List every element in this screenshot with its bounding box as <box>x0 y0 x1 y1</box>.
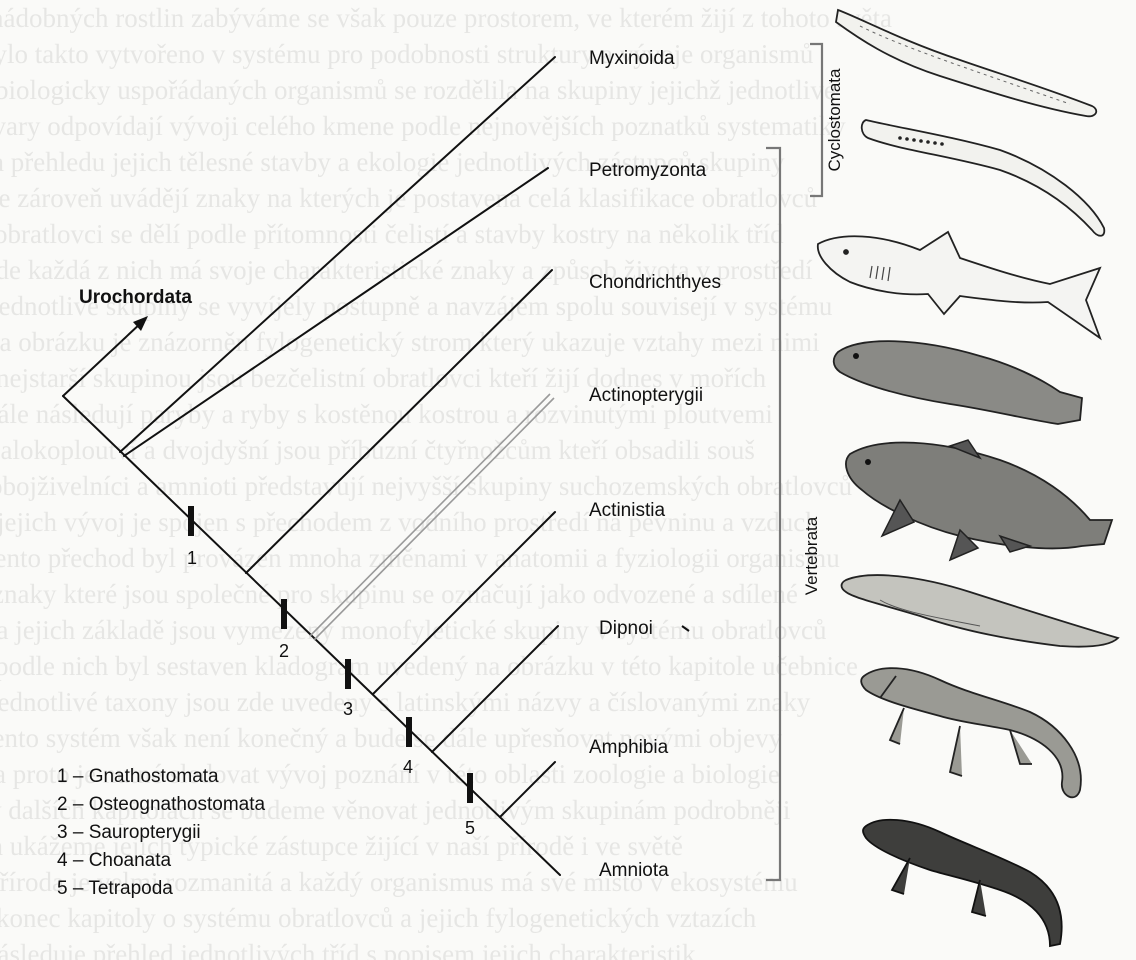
tuatara-icon <box>863 820 1062 946</box>
taxon-label: Actinopterygii <box>589 385 703 407</box>
node-tick-5 <box>467 773 473 803</box>
node-tick-4 <box>406 717 412 747</box>
ray-finned-fish-icon <box>834 341 1082 424</box>
legend-item: 5 – Tetrapoda <box>57 875 265 903</box>
node-number: 1 <box>187 548 197 569</box>
legend: 1 – Gnathostomata 2 – Osteognathostomata… <box>57 763 265 903</box>
node-number: 2 <box>279 641 289 662</box>
taxon-label: Petromyzonta <box>589 160 706 182</box>
lungfish-icon <box>842 575 1119 647</box>
branch-petromyzonta <box>124 168 548 456</box>
node-tick-1 <box>188 506 194 536</box>
shark-icon <box>818 232 1100 338</box>
branch-amphibia <box>500 762 555 817</box>
vertebrata-bracket <box>766 148 780 880</box>
node-tick-3 <box>345 659 351 689</box>
coelacanth-icon <box>846 440 1112 560</box>
salamander-icon <box>861 668 1081 797</box>
lamprey-icon <box>862 120 1105 236</box>
cyclostomata-bracket <box>810 44 822 196</box>
legend-item: 3 – Sauropterygii <box>57 819 265 847</box>
legend-item: 2 – Osteognathostomata <box>57 791 265 819</box>
branch-chondrichthyes <box>246 270 552 573</box>
vertebrata-label: Vertebrata <box>802 496 822 616</box>
branch-myxinoida <box>120 57 555 452</box>
taxon-label: Chondrichthyes <box>589 272 721 294</box>
branch-urochordata <box>63 322 142 396</box>
taxon-label: Amphibia <box>589 737 668 759</box>
taxon-label: Myxinoida <box>589 48 675 70</box>
branch-actinistia <box>373 512 555 694</box>
stray-mark <box>682 626 689 631</box>
taxon-label: Actinistia <box>589 500 665 522</box>
legend-item: 4 – Choanata <box>57 847 265 875</box>
node-number: 5 <box>465 818 475 839</box>
cyclostomata-label: Cyclostomata <box>825 55 845 185</box>
node-tick-2 <box>281 599 287 629</box>
node-number: 4 <box>403 757 413 778</box>
hagfish-icon <box>836 10 1096 116</box>
taxon-label: Amniota <box>599 860 669 882</box>
branch-dipnoi <box>432 626 558 752</box>
legend-item: 1 – Gnathostomata <box>57 763 265 791</box>
taxon-label: Dipnoi <box>599 618 653 640</box>
node-number: 3 <box>343 699 353 720</box>
root-label: Urochordata <box>79 287 192 309</box>
branch-actinopterygii <box>310 394 554 640</box>
